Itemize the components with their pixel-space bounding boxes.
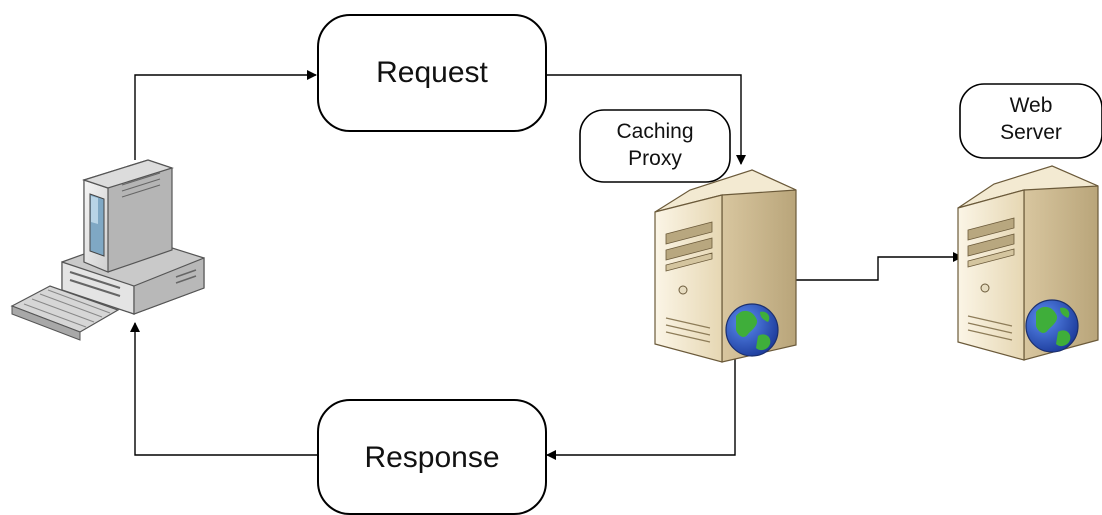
globe-icon (1025, 299, 1079, 353)
globe-icon (725, 303, 779, 357)
response-label: Response (364, 441, 499, 474)
request-to-proxy-arrow (545, 74, 746, 165)
caching-proxy-tag: Caching Proxy (579, 109, 731, 183)
web-server-label-line1: Web (1010, 94, 1053, 117)
caching-proxy-label-line1: Caching (616, 120, 693, 143)
web-server-label-line2: Server (1000, 121, 1062, 144)
connectors (130, 70, 963, 460)
response-node: Response (317, 399, 547, 515)
web-server-icon (957, 165, 1099, 361)
request-arrow (134, 70, 317, 160)
proxy-server-link (787, 252, 963, 285)
response-arrow (546, 355, 736, 460)
caching-proxy-label-line2: Proxy (628, 147, 682, 170)
response-to-client-arrow (130, 322, 318, 456)
desktop-computer-icon (10, 159, 205, 341)
request-node: Request (317, 14, 547, 132)
web-server-tag: Web Server (959, 83, 1102, 159)
proxy-server-icon (654, 169, 797, 363)
request-label: Request (376, 56, 488, 89)
